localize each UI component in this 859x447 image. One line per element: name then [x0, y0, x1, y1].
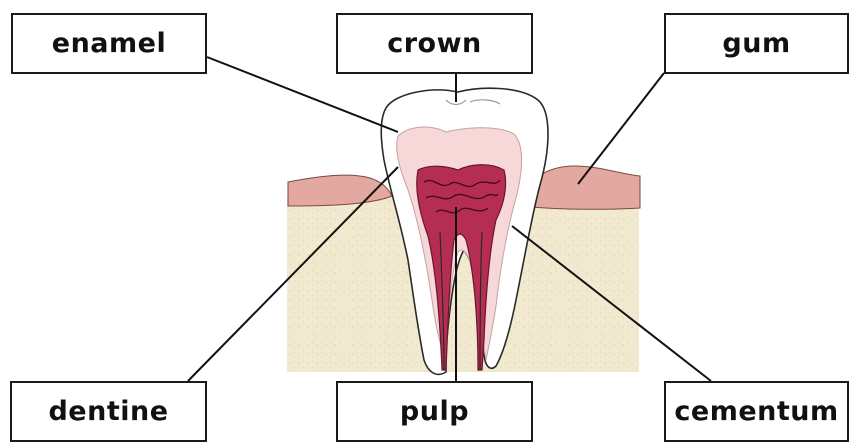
label-crown: crown: [336, 13, 533, 74]
label-enamel: enamel: [11, 13, 207, 74]
leader-line-gum: [578, 73, 664, 184]
label-dentine: dentine: [10, 381, 207, 442]
label-pulp: pulp: [336, 381, 533, 442]
label-cementum: cementum: [664, 381, 849, 442]
label-gum: gum: [664, 13, 849, 74]
